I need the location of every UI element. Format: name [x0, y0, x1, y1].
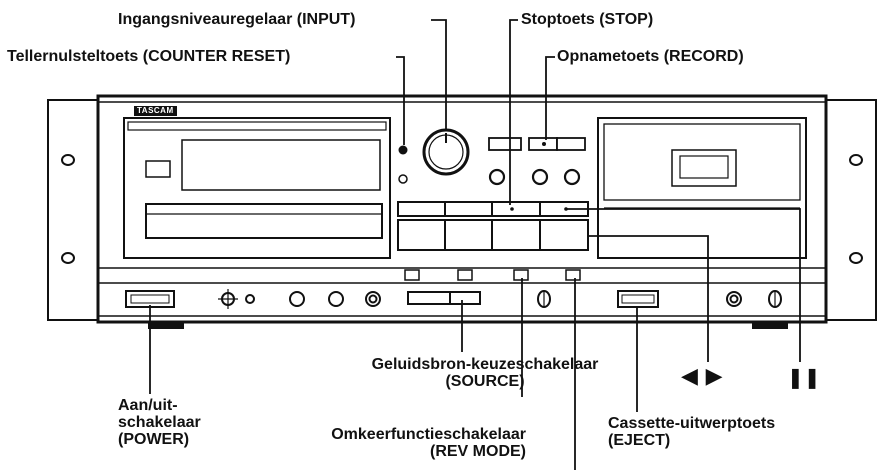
label-eject-line1: Cassette-uitwerptoets [608, 415, 776, 432]
leader-record [545, 56, 555, 140]
right-rack-ear [825, 99, 877, 321]
foot [752, 322, 788, 329]
pause-symbol: ❚❚ [787, 365, 821, 389]
drawer-front [145, 203, 383, 239]
rack-hole [849, 252, 863, 264]
foot [148, 322, 184, 329]
left-rack-ear [47, 99, 99, 321]
label-stop: Stoptoets (STOP) [521, 11, 654, 28]
switch-tab [404, 269, 420, 281]
round-knob [531, 168, 549, 186]
round-knob [488, 168, 506, 186]
switch-tab [457, 269, 473, 281]
cassette-compartment [597, 117, 807, 259]
label-rev-mode-line2: (REV MODE) [430, 443, 526, 460]
leader-input [431, 19, 447, 130]
label-input: Ingangsniveauregelaar (INPUT) [118, 11, 356, 28]
leader-counter-reset [396, 56, 405, 145]
label-power-line2: schakelaar [118, 414, 201, 431]
led-indicator [398, 174, 408, 184]
switch-tab [565, 269, 581, 281]
label-power: Aan/uit- schakelaar (POWER) [118, 397, 201, 448]
play-reverse-symbol: ◀ ▶ [681, 364, 723, 389]
switch-tab [513, 269, 529, 281]
label-source-line1: Geluidsbron-keuzeschakelaar [371, 356, 599, 373]
label-rev-mode-line1: Omkeerfunctieschakelaar [331, 426, 526, 443]
cd-compartment [123, 117, 391, 259]
round-knob [563, 168, 581, 186]
label-eject: Cassette-uitwerptoets (EJECT) [608, 415, 775, 449]
label-record: Opnametoets (RECORD) [557, 48, 744, 65]
rack-hole [61, 154, 75, 166]
rack-hole [61, 252, 75, 264]
label-power-line3: (POWER) [118, 431, 190, 448]
leader-pause [566, 208, 801, 362]
level-knob [289, 291, 305, 307]
source-switch [407, 291, 481, 305]
brand-logo: TASCAM [134, 106, 177, 116]
display-window [181, 139, 381, 191]
label-source-line2: (SOURCE) [445, 373, 525, 390]
counter-reset-button [398, 145, 408, 155]
indicator-window [145, 160, 171, 178]
label-source: Geluidsbron-keuzeschakelaar (SOURCE) [340, 356, 630, 390]
cassette-window [671, 149, 737, 187]
record-button-right [556, 137, 586, 151]
level-knob [328, 291, 344, 307]
leader-stop [509, 19, 518, 205]
stop-button-top [488, 137, 522, 151]
leader-play [588, 235, 709, 362]
label-counter-reset: Tellernulsteltoets (COUNTER RESET) [7, 48, 291, 65]
label-power-line1: Aan/uit- [118, 397, 178, 414]
rack-hole [849, 154, 863, 166]
label-rev-mode: Omkeerfunctieschakelaar (REV MODE) [276, 426, 526, 460]
label-eject-line2: (EJECT) [608, 432, 671, 449]
phones-jack [245, 294, 255, 304]
